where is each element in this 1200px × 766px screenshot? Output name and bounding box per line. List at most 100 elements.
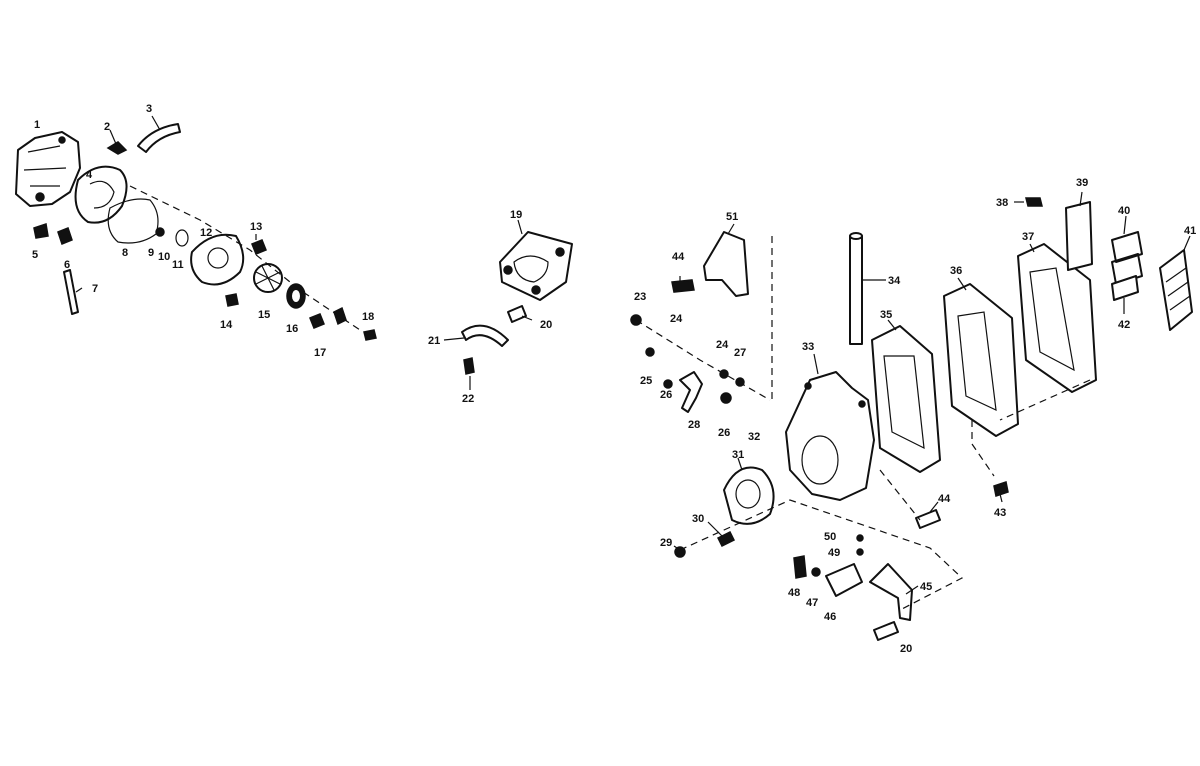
screw: [363, 329, 377, 341]
label-21: 21: [428, 335, 440, 347]
label-26-right: 26: [718, 427, 730, 439]
label-12: 12: [200, 227, 212, 239]
label-10: 10: [158, 251, 170, 263]
label-44-bottom: 44: [938, 493, 951, 505]
screw: [671, 279, 695, 293]
label-15: 15: [258, 309, 270, 321]
label-41: 41: [1184, 225, 1196, 237]
label-51: 51: [726, 211, 738, 223]
label-3: 3: [146, 103, 152, 115]
clamp: [461, 324, 509, 347]
label-46: 46: [824, 611, 836, 623]
label-49: 49: [828, 547, 840, 559]
label-35: 35: [880, 309, 892, 321]
reed-plate: [943, 283, 1019, 437]
label-45: 45: [920, 581, 932, 593]
fitting: [57, 227, 73, 245]
label-24-right: 24: [716, 339, 729, 351]
gasket: [107, 198, 159, 244]
label-25: 25: [640, 375, 652, 387]
screw: [463, 357, 475, 375]
pump-body: [190, 233, 245, 286]
carburetor-group: [15, 123, 377, 341]
small-parts: [309, 306, 347, 329]
bracket-group: [461, 231, 573, 375]
flange-gasket: [723, 466, 775, 525]
label-18: 18: [362, 311, 374, 323]
throttle-arm: [869, 563, 913, 621]
label-9: 9: [148, 247, 154, 259]
label-48: 48: [788, 587, 800, 599]
throttle-lever: [679, 371, 703, 413]
intake-group: [630, 197, 1193, 641]
label-50: 50: [824, 531, 836, 543]
label-27: 27: [734, 347, 746, 359]
label-20-bottom: 20: [900, 643, 912, 655]
screw: [33, 223, 49, 239]
label-4: 4: [86, 169, 93, 181]
ring: [155, 227, 165, 237]
label-40: 40: [1118, 205, 1130, 217]
washer: [856, 548, 864, 556]
label-42: 42: [1118, 319, 1130, 331]
nut: [856, 534, 864, 542]
screw: [915, 509, 941, 529]
label-11: 11: [172, 259, 184, 271]
screw: [793, 555, 807, 579]
label-23: 23: [634, 291, 646, 303]
spacer: [719, 369, 729, 379]
label-28: 28: [688, 419, 700, 431]
label-32: 32: [748, 431, 760, 443]
label-44-top: 44: [672, 251, 685, 263]
label-19: 19: [510, 209, 522, 221]
label-34: 34: [888, 275, 901, 287]
label-22: 22: [462, 393, 474, 405]
shaft: [849, 235, 863, 345]
reed-gasket: [1017, 243, 1097, 393]
label-36: 36: [950, 265, 962, 277]
fuel-line-lower: [63, 269, 79, 315]
label-31: 31: [732, 449, 744, 461]
screw: [873, 621, 899, 641]
label-47: 47: [806, 597, 818, 609]
leader-lines: [75, 115, 1191, 595]
manifold-gasket: [871, 325, 941, 473]
reed-stop: [1065, 201, 1093, 271]
label-6: 6: [64, 259, 70, 271]
fuel-hose-upper: [137, 123, 181, 153]
screw: [507, 305, 527, 323]
label-29: 29: [660, 537, 672, 549]
label-14: 14: [220, 319, 233, 331]
washer: [720, 392, 732, 404]
label-30: 30: [692, 513, 704, 525]
mounting-plate: [499, 231, 573, 301]
throttle-bracket: [703, 231, 749, 297]
label-16: 16: [286, 323, 298, 335]
screw: [1025, 197, 1043, 207]
label-8: 8: [122, 247, 128, 259]
label-39: 39: [1076, 177, 1088, 189]
label-33: 33: [802, 341, 814, 353]
reed-strip: [1111, 275, 1139, 301]
screw: [251, 239, 267, 255]
clip: [106, 141, 128, 155]
label-24-left: 24: [670, 313, 683, 325]
label-43: 43: [994, 507, 1006, 519]
intake-manifold: [785, 371, 875, 501]
screw: [993, 481, 1009, 497]
label-1: 1: [34, 119, 40, 131]
label-20-top: 20: [540, 319, 552, 331]
washer: [645, 347, 655, 357]
label-26-left: 26: [660, 389, 672, 401]
label-7: 7: [92, 283, 98, 295]
label-13: 13: [250, 221, 262, 233]
part-number-labels: 1 2 3 4 5 6 7 8 9 10 11 12 13 14 15 16 1…: [32, 103, 1196, 655]
washer: [663, 379, 673, 389]
bracket: [825, 563, 863, 597]
reed-petals: [1111, 231, 1143, 285]
o-ring: [175, 229, 189, 247]
washer: [811, 567, 821, 577]
label-38: 38: [996, 197, 1008, 209]
stud: [716, 530, 736, 548]
